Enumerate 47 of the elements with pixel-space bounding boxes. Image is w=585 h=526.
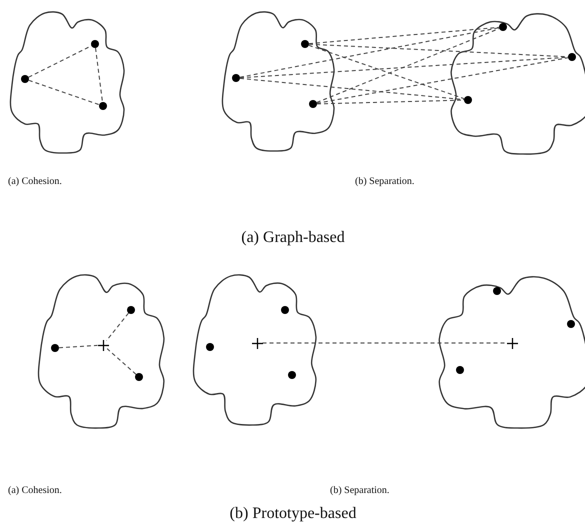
dashed-connector <box>239 78 465 100</box>
data-point <box>309 100 317 108</box>
dashed-connector <box>106 312 129 342</box>
data-point <box>456 366 464 374</box>
dashed-connector <box>58 344 98 348</box>
data-point <box>135 373 143 381</box>
data-point <box>232 74 240 82</box>
data-point <box>567 320 575 328</box>
centroid-marker <box>98 340 108 350</box>
figure-caption: (a) Graph-based <box>241 229 345 247</box>
cluster-blob <box>10 12 125 153</box>
dashed-connector <box>262 342 507 344</box>
centroid-marker <box>252 338 262 348</box>
dashed-connector <box>308 26 500 44</box>
centroid-marker <box>506 338 518 348</box>
data-point <box>51 344 59 352</box>
dashed-connector <box>316 57 569 104</box>
subfigure-caption: (b) Separation. <box>330 485 390 496</box>
data-point <box>99 102 107 110</box>
data-point <box>21 75 29 83</box>
data-point <box>281 306 289 314</box>
dashed-connector <box>308 44 465 100</box>
data-point <box>206 343 214 351</box>
figure-caption: (b) Prototype-based <box>230 505 356 523</box>
data-point <box>91 40 99 48</box>
data-point <box>568 53 576 61</box>
data-point <box>493 287 501 295</box>
data-point <box>464 96 472 104</box>
dashed-connector <box>316 28 500 103</box>
subfigure-caption: (a) Cohesion. <box>8 485 62 496</box>
cluster-blob <box>450 14 585 154</box>
data-point <box>301 40 309 48</box>
dashed-connector <box>239 27 500 78</box>
data-point <box>499 23 507 31</box>
data-point <box>288 371 296 379</box>
dashed-connector <box>240 56 568 78</box>
cluster-blob <box>193 275 317 425</box>
data-point <box>127 306 135 314</box>
subfigure-caption: (a) Cohesion. <box>8 176 62 187</box>
subfigure-caption: (b) Separation. <box>355 176 414 187</box>
dashed-connector <box>308 44 568 58</box>
cluster-blob <box>438 277 585 428</box>
cluster-blob <box>38 275 165 428</box>
dashed-connector <box>106 348 136 375</box>
cluster-blob <box>222 12 335 151</box>
dashed-connector <box>28 80 100 106</box>
dashed-connector <box>95 47 103 103</box>
